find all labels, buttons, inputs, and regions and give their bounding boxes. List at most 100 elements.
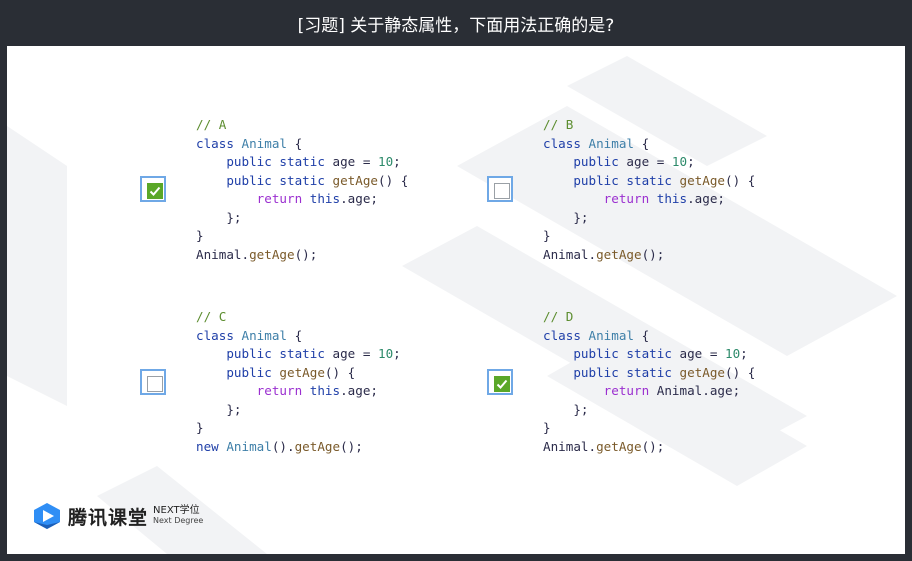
code-token: ();	[294, 246, 318, 262]
code-token: getAge	[249, 246, 295, 262]
code-line: };	[196, 209, 408, 228]
option-c-code: // C class Animal { public static age = 1…	[196, 308, 401, 456]
code-token: Animal	[241, 135, 288, 151]
code-line: public static age = 10;	[543, 345, 755, 364]
code-token: };	[543, 401, 589, 417]
code-token: () {	[378, 172, 409, 188]
code-line: };	[543, 209, 755, 228]
code-token: return	[603, 383, 657, 398]
code-line: class Animal {	[543, 135, 755, 154]
code-line: return this.age;	[196, 382, 401, 401]
code-token: 10	[378, 154, 394, 169]
code-token: getAge	[679, 172, 726, 188]
code-token: Animal	[588, 135, 635, 151]
code-token: public static	[573, 172, 680, 188]
code-token: .age;	[340, 383, 379, 398]
option-d-checkbox[interactable]	[487, 369, 513, 395]
code-token: class	[543, 327, 589, 343]
code-token: Animal.	[196, 246, 250, 262]
code-token	[196, 173, 226, 188]
code-token: public static	[226, 154, 333, 169]
play-logo-icon	[34, 503, 60, 529]
code-line: }	[543, 419, 755, 438]
code-token	[543, 346, 573, 361]
code-token: 10	[725, 346, 741, 361]
code-token: // B	[543, 117, 574, 132]
code-token: };	[196, 401, 242, 417]
question-title: [习题] 关于静态属性，下面用法正确的是?	[297, 15, 615, 36]
code-token: .age;	[340, 191, 379, 206]
code-token: ;	[740, 346, 748, 361]
code-line: };	[196, 401, 401, 420]
checkmark-icon	[496, 379, 508, 389]
code-token: public	[573, 154, 627, 169]
code-line: // C	[196, 308, 401, 327]
option-a-checkbox[interactable]	[140, 176, 166, 202]
code-token: // D	[543, 309, 574, 324]
code-token: getAge	[596, 246, 642, 262]
code-token: this	[656, 191, 688, 206]
option-c-checkbox[interactable]	[140, 369, 166, 395]
logo-degree: Next Degree	[153, 516, 204, 525]
code-token: Animal.age;	[656, 383, 741, 398]
code-token: {	[634, 327, 650, 343]
code-token	[543, 383, 604, 398]
code-token: };	[543, 209, 589, 225]
code-token: return	[256, 191, 310, 206]
code-line: return this.age;	[196, 190, 408, 209]
code-token: Animal	[226, 438, 272, 454]
code-token: return	[256, 383, 310, 398]
code-line: new Animal().getAge();	[196, 438, 401, 457]
code-line: public age = 10;	[543, 153, 755, 172]
code-token: public	[226, 364, 280, 380]
code-token: age =	[332, 154, 378, 169]
code-token: }	[543, 420, 551, 435]
code-token: new	[196, 438, 227, 454]
code-token: getAge	[294, 438, 341, 454]
code-line: Animal.getAge();	[543, 438, 755, 457]
code-token: getAge	[279, 364, 325, 380]
code-token: age =	[626, 154, 672, 169]
code-line: // B	[543, 116, 755, 135]
code-token: getAge	[332, 172, 379, 188]
code-token	[543, 173, 573, 188]
option-b-checkbox[interactable]	[487, 176, 513, 202]
code-line: // D	[543, 308, 755, 327]
code-line: return Animal.age;	[543, 382, 755, 401]
code-token: getAge	[596, 438, 642, 454]
code-token: class	[196, 327, 242, 343]
code-line: Animal.getAge();	[543, 246, 755, 265]
logo-next: NEXT学位	[153, 505, 200, 516]
logo-brand: 腾讯课堂	[68, 506, 149, 529]
code-token: 10	[378, 346, 394, 361]
code-token: }	[196, 420, 204, 435]
checkmark-icon	[149, 186, 161, 196]
code-token: public static	[573, 346, 680, 361]
code-line: public getAge() {	[196, 364, 401, 383]
code-token: () {	[725, 364, 756, 380]
code-token: }	[196, 228, 204, 243]
code-line: // A	[196, 116, 408, 135]
code-line: class Animal {	[196, 135, 408, 154]
code-line: public static age = 10;	[196, 345, 400, 364]
option-b-code: // B class Animal { public age = 10; publ…	[543, 116, 755, 264]
code-token: // C	[196, 309, 227, 324]
code-token: ();	[641, 438, 665, 454]
code-token: getAge	[679, 364, 726, 380]
code-token: // A	[196, 117, 227, 132]
tencent-classroom-logo: 腾讯课堂 NEXT学位 Next Degree	[32, 501, 203, 531]
code-line: }	[196, 419, 401, 438]
code-token: () {	[324, 364, 356, 380]
title-bar: [习题] 关于静态属性，下面用法正确的是?	[0, 0, 912, 46]
code-token: this	[309, 383, 341, 398]
code-token: Animal	[241, 327, 288, 343]
code-token	[196, 383, 257, 398]
code-token: {	[287, 327, 303, 343]
code-token: class	[196, 135, 242, 151]
code-line: return this.age;	[543, 190, 755, 209]
code-token: Animal.	[543, 246, 597, 262]
code-token: public static	[226, 346, 333, 361]
code-line: public static getAge() {	[196, 172, 408, 191]
code-line: public static getAge() {	[543, 364, 755, 383]
